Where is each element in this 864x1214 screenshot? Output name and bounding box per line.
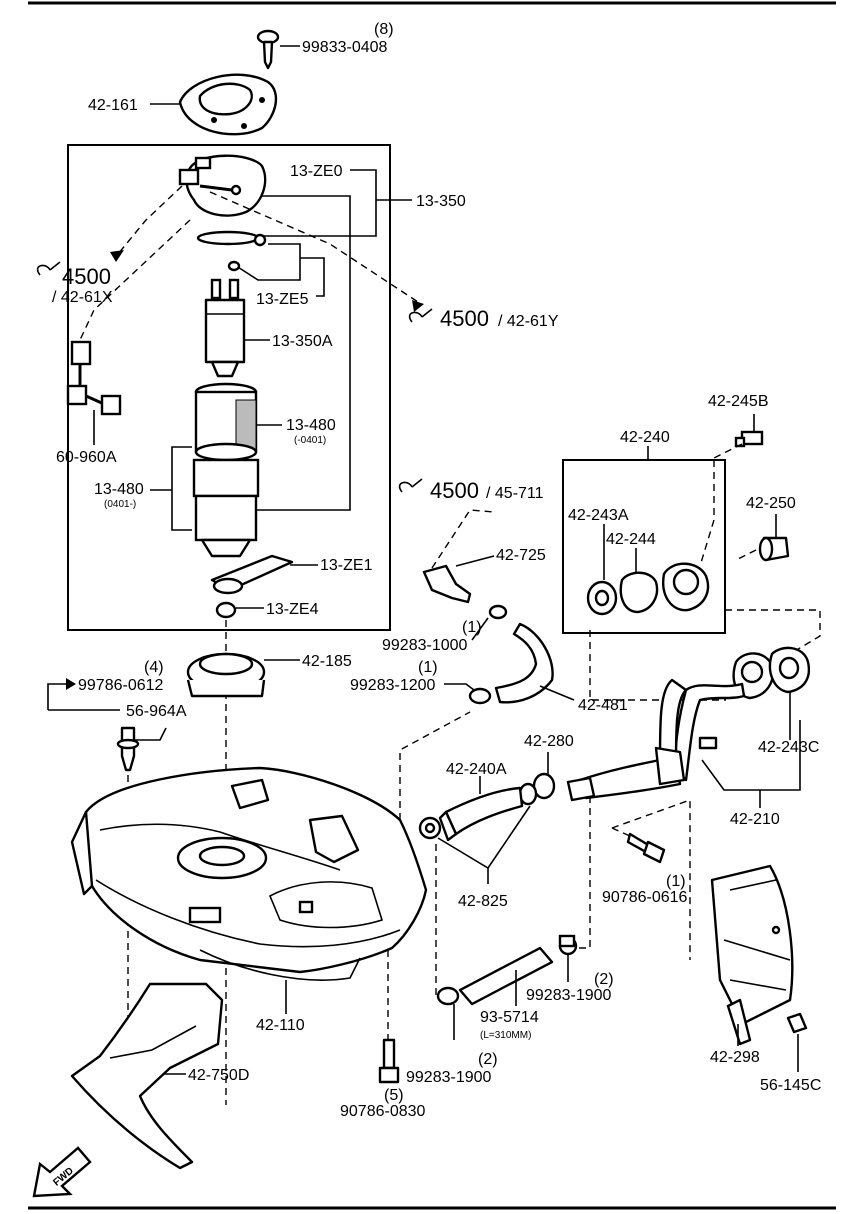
shield-42-298 xyxy=(710,864,794,1046)
label-13-350: 13-350 xyxy=(416,193,466,210)
qty-90786-0830: (5) xyxy=(384,1087,404,1104)
pump-callout-lines xyxy=(150,169,412,609)
ref-4500-b-sub: / 42-61Y xyxy=(498,313,559,330)
label-42-825: 42-825 xyxy=(458,893,508,910)
ring-42-185 xyxy=(186,652,300,698)
label-42-240a: 42-240A xyxy=(446,761,507,778)
ref-icon-4500c xyxy=(398,478,423,493)
label-99283-1900a: 99283-1900 xyxy=(526,987,612,1004)
ref-icon-4500a xyxy=(36,261,61,276)
harness-60-960a xyxy=(66,340,122,445)
label-56-145c: 56-145C xyxy=(760,1077,821,1094)
label-90786-0616: 90786-0616 xyxy=(602,889,688,906)
ref-icon-4500b xyxy=(408,308,433,323)
label-42-725: 42-725 xyxy=(496,547,546,564)
label-42-161: 42-161 xyxy=(88,97,138,114)
label-99786-0612: 99786-0612 xyxy=(78,677,164,694)
heat-shield-42-750d xyxy=(70,982,224,1170)
label-42-250: 42-250 xyxy=(746,495,796,512)
callout-99786-56-964a xyxy=(47,678,120,711)
filler-cap-box-42-240 xyxy=(562,459,726,634)
sender-13-ze1 xyxy=(210,554,294,595)
ref-4500-a-sub: / 42-61X xyxy=(52,289,113,306)
label-99283-1900b: 99283-1900 xyxy=(406,1069,492,1086)
filler-cap-parts xyxy=(586,446,715,616)
label-99283-1000: 99283-1000 xyxy=(382,637,468,654)
dashed-lower-right xyxy=(570,796,591,949)
ref-4500-a: 4500 xyxy=(62,264,111,289)
qty-99283-1200: (1) xyxy=(418,659,438,676)
ref-4500-b: 4500 xyxy=(440,306,489,331)
cap-42-250 xyxy=(735,514,790,562)
label-13-480: 13-480 xyxy=(286,417,336,434)
hose-42-240a xyxy=(438,776,524,842)
pump-flange xyxy=(178,154,267,272)
clamps-42-825 xyxy=(418,805,531,884)
label-13-ze1: 13-ZE1 xyxy=(320,557,373,574)
pump-dashed-leaders xyxy=(79,185,419,1105)
arrowhead-4500b xyxy=(412,300,424,312)
ref-4500-c: 4500 xyxy=(430,478,479,503)
grommet-13-ze4 xyxy=(215,601,237,619)
label-42-298: 42-298 xyxy=(710,1049,760,1066)
hose-42-481 xyxy=(494,622,575,704)
qty-99283-1000: (1) xyxy=(462,619,482,636)
gasket-42-243c xyxy=(768,646,811,740)
hose-93-5714 xyxy=(436,934,578,1040)
filler-pipe-42-210 xyxy=(566,652,801,808)
label-99283-1200: 99283-1200 xyxy=(350,677,436,694)
clamp-99283-1000 xyxy=(471,604,508,641)
valve-42-245b xyxy=(713,414,764,459)
label-13-ze5: 13-ZE5 xyxy=(256,291,309,308)
note-13-480b: (0401-) xyxy=(104,499,136,510)
label-99833-0408: 99833-0408 xyxy=(302,39,388,56)
label-42-185: 42-185 xyxy=(302,653,352,670)
pump-body-13-350a xyxy=(204,278,246,378)
note-13-480: (-0401) xyxy=(294,435,326,446)
cover-plate-42-161 xyxy=(150,73,278,136)
fwd-arrow xyxy=(32,1146,92,1198)
label-42-240: 42-240 xyxy=(620,429,670,446)
filler-dashed-right xyxy=(725,609,821,661)
note-93-5714: (L=310MM) xyxy=(480,1030,531,1041)
qty-99786: (4) xyxy=(144,659,164,676)
bolt-90786-0616 xyxy=(611,799,691,960)
label-56-964a: 56-964A xyxy=(126,703,187,720)
label-42-243c: 42-243C xyxy=(758,739,819,756)
qty-99833: (8) xyxy=(374,21,394,38)
bolt-90786-0830 xyxy=(378,950,400,1084)
label-42-750d: 42-750D xyxy=(188,1067,249,1084)
fuel-filter-13-480 xyxy=(192,382,260,558)
label-60-960a: 60-960A xyxy=(56,449,117,466)
screw-99833-0408 xyxy=(256,29,300,70)
qty-90786-0616: (1) xyxy=(666,873,686,890)
clip-56-145c xyxy=(786,1012,808,1072)
valve-42-725 xyxy=(422,509,495,604)
label-90786-0830: 90786-0830 xyxy=(340,1103,426,1120)
clamp-99283-1200 xyxy=(444,683,492,705)
ref-4500-c-sub: / 45-711 xyxy=(486,485,544,502)
label-13-480b: 13-480 xyxy=(94,481,144,498)
label-42-245b: 42-245B xyxy=(708,393,769,410)
label-13-ze0: 13-ZE0 xyxy=(290,163,343,180)
clamp-42-280 xyxy=(518,752,556,806)
label-42-244: 42-244 xyxy=(606,531,656,548)
label-13-ze4: 13-ZE4 xyxy=(266,601,319,618)
label-42-243a: 42-243A xyxy=(568,507,629,524)
label-13-350a: 13-350A xyxy=(272,333,333,350)
label-42-280: 42-280 xyxy=(524,733,574,750)
fuel-tank-42-110 xyxy=(70,766,428,1014)
label-42-210: 42-210 xyxy=(730,811,780,828)
label-42-481: 42-481 xyxy=(578,697,628,714)
qty-99283-1900b: (2) xyxy=(478,1051,498,1068)
label-42-110: 42-110 xyxy=(256,1017,305,1034)
qty-99283-1900a: (2) xyxy=(594,971,614,988)
arrowhead-4500a xyxy=(110,250,124,262)
tank-filler-dashed xyxy=(399,711,471,820)
label-93-5714: 93-5714 xyxy=(480,1009,539,1026)
